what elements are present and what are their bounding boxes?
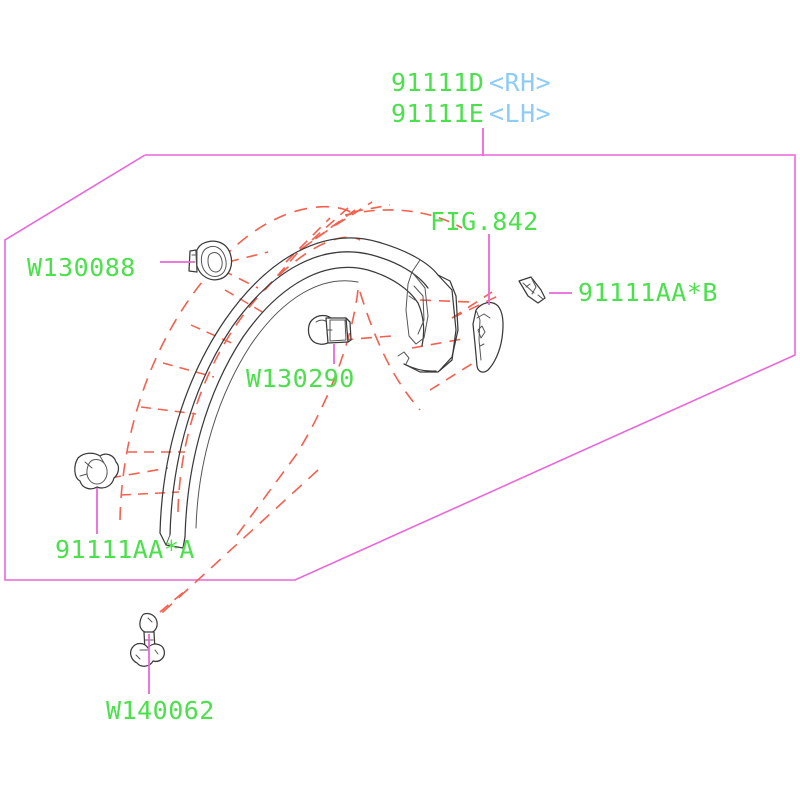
fig842-end-cap-part — [472, 301, 504, 373]
label-assembly-rh-side: <RH> — [489, 68, 551, 97]
label-assembly-lh-number: 91111E — [391, 99, 484, 128]
clip-w130290-part — [307, 314, 352, 345]
assembly-boundary-outline — [4, 154, 796, 581]
label-assembly-rh-number: 91111D — [391, 68, 484, 97]
clip-w140062-part — [130, 589, 187, 667]
clip-91111aab-part — [518, 276, 546, 304]
fender-arch-molding-part — [159, 237, 459, 549]
label-91111aaa: 91111AA*A — [55, 535, 195, 564]
label-leader-lines — [96, 234, 572, 694]
label-assembly-lh-side: <LH> — [489, 99, 551, 128]
label-w130088: W130088 — [27, 253, 136, 282]
label-91111aab: 91111AA*B — [578, 278, 718, 307]
label-w130290: W130290 — [246, 364, 355, 393]
label-w140062: W140062 — [106, 696, 215, 725]
text-labels: 91111D <RH> 91111E <LH> W130088 FIG.842 … — [27, 68, 718, 725]
clip-91111aaa-part — [74, 452, 120, 490]
label-fig842: FIG.842 — [430, 207, 539, 236]
clip-w130088-part — [188, 240, 233, 281]
